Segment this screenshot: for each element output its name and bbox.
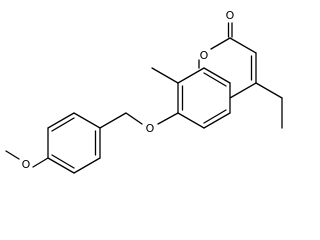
bond-aryl-3 (47, 157, 75, 174)
bond-c2-o1 (210, 37, 231, 50)
bond-c8-c8a (177, 67, 205, 84)
atom-label-ether-oxygen: O (146, 122, 155, 135)
bond-ch2-aryl (99, 112, 127, 129)
bond-aryl-3-double (51, 154, 75, 169)
bond-aryl-5-double (51, 117, 75, 132)
bond-c5-c6 (203, 112, 231, 129)
bond-c5-c6-double (203, 109, 227, 124)
bond-methoxy-o-ch3 (5, 150, 20, 160)
atom-label-ring-oxygen: O (200, 49, 209, 62)
bond-aryl-2 (73, 157, 101, 174)
bond-c8-methyl (151, 67, 179, 84)
bond-c4-ethyl-ch2 (255, 82, 283, 99)
bond-aryl-6 (73, 112, 101, 129)
bond-c2-c3 (229, 37, 257, 54)
chemical-structure-diagram: O O O O (5, 9, 283, 174)
bond-c4-c4a (229, 82, 257, 99)
bond-c8a-c4a-double (203, 72, 227, 87)
atom-label-methoxy-oxygen: O (22, 158, 31, 171)
bond-c6-c7 (177, 112, 205, 129)
bond-ether-o-ch2 (125, 112, 143, 125)
bond-aryl-5 (47, 112, 75, 129)
bond-c7-ether-o (157, 112, 179, 125)
atom-label-carbonyl-oxygen: O (226, 9, 235, 22)
bond-aryl-methoxy-o (32, 157, 49, 168)
bond-c8a-c4a (203, 67, 231, 84)
